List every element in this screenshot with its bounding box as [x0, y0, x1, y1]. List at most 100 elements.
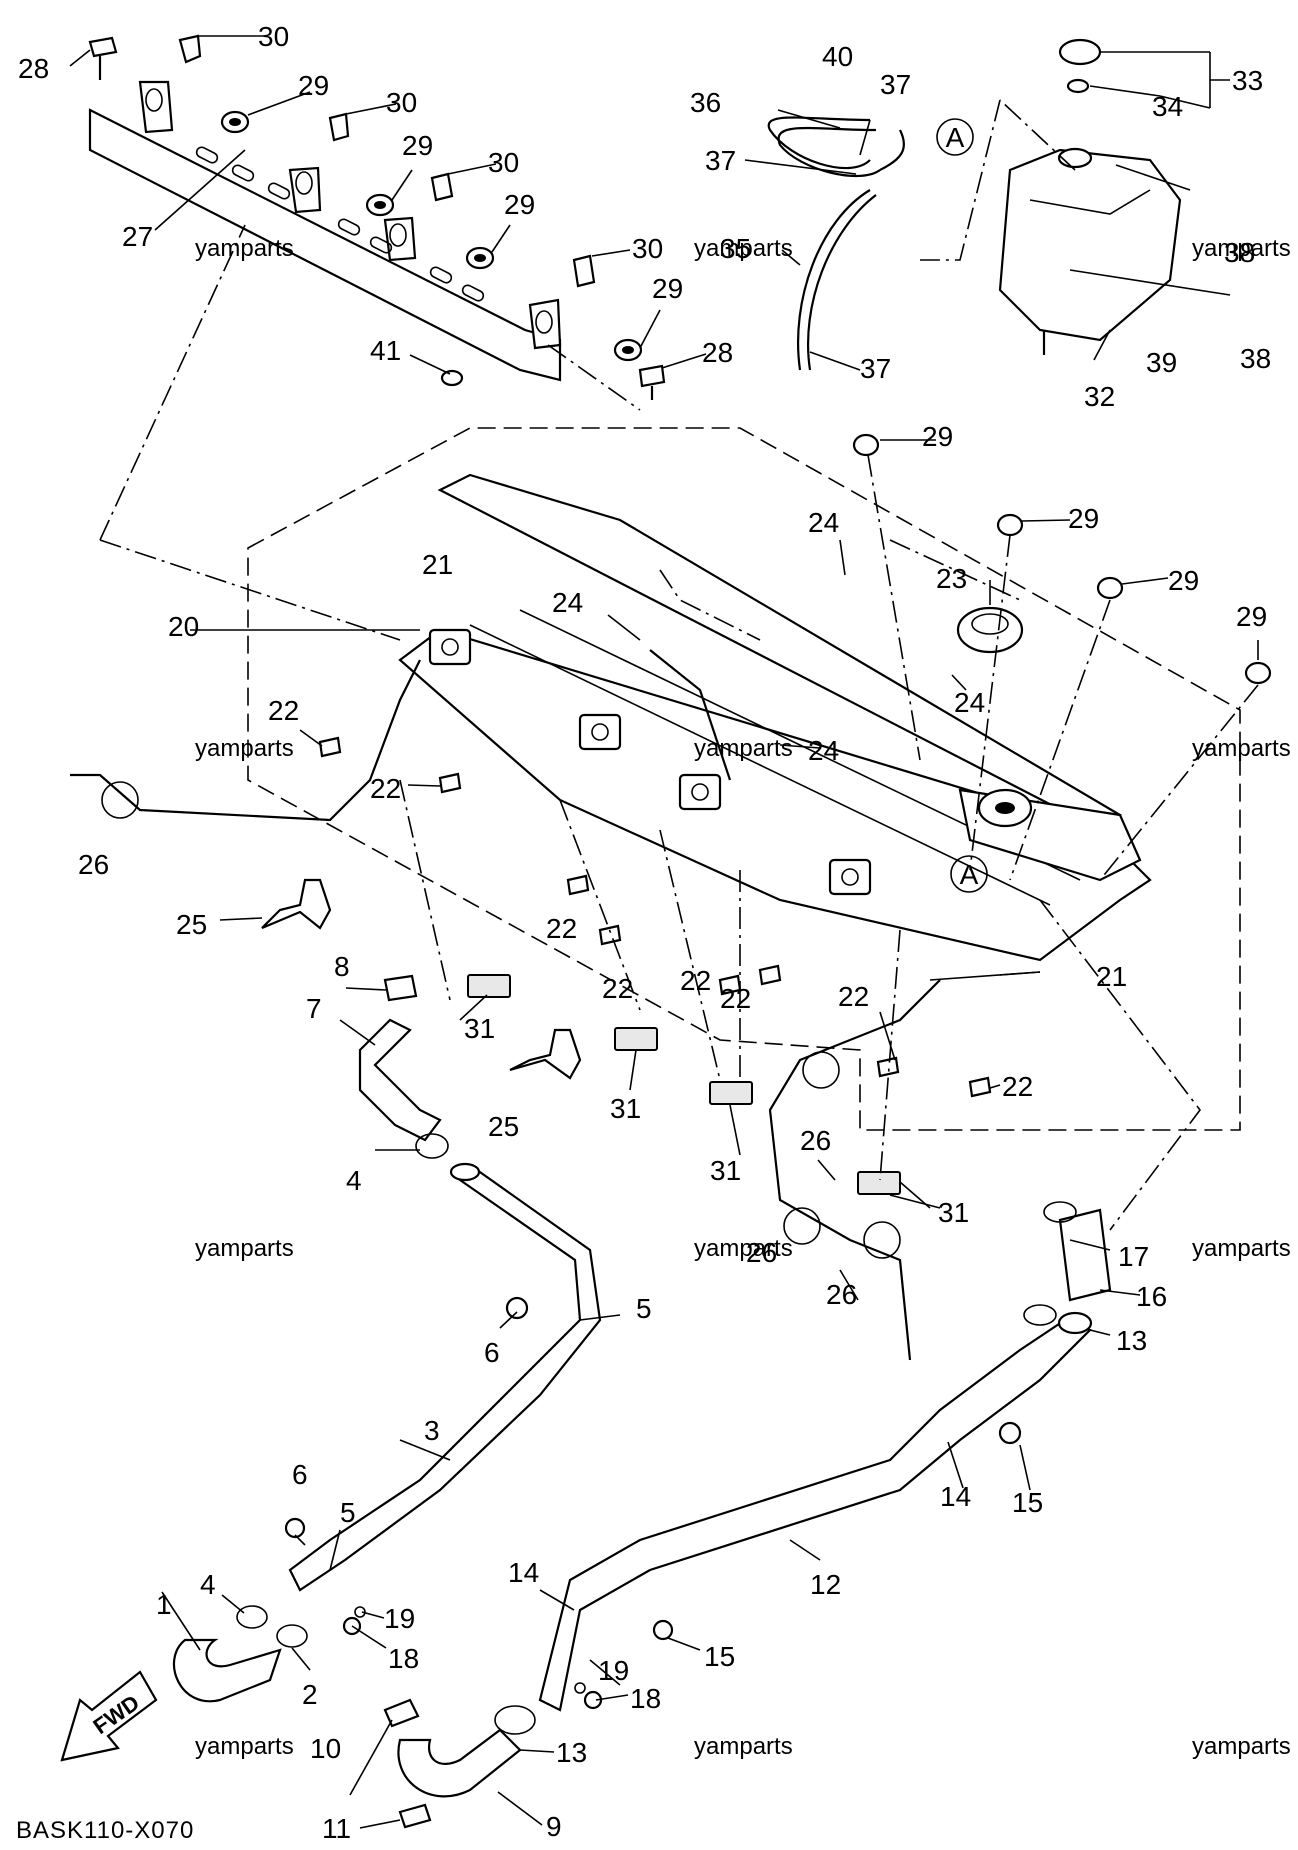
grommet-group [220, 110, 1272, 685]
watermark: yamparts [1192, 1733, 1291, 1760]
callout-40: 40 [822, 41, 853, 72]
callout-37: 37 [860, 353, 891, 384]
callout-4: 4 [346, 1165, 362, 1196]
callout-17: 17 [1118, 1241, 1149, 1272]
bolt-group [88, 36, 666, 400]
assembly-boundary [247, 427, 1241, 1131]
callout-26: 26 [746, 1237, 777, 1268]
watermark: yamparts [195, 735, 294, 762]
callout-15: 15 [1012, 1487, 1043, 1518]
fwd-arrow: FWD [60, 1670, 158, 1762]
callout-38: 38 [1224, 237, 1255, 268]
callout-25: 25 [176, 909, 207, 940]
radiator-bolt-group [318, 736, 992, 1098]
callout-21: 21 [1096, 961, 1127, 992]
callout-14: 14 [940, 1481, 971, 1512]
callout-29: 29 [298, 70, 329, 101]
watermark: yamparts [694, 1235, 793, 1262]
callout-4: 4 [200, 1569, 216, 1600]
watermark: yamparts [1192, 1235, 1291, 1262]
callout-1: 1 [156, 1589, 172, 1620]
callout-29: 29 [504, 189, 535, 220]
callout-31: 31 [610, 1093, 641, 1124]
callout-5: 5 [636, 1293, 652, 1324]
callout-labels: 28 30 29 30 29 30 29 30 29 28 41 27 40 3… [18, 21, 1271, 1844]
callout-3: 3 [424, 1415, 440, 1446]
callout-33: 33 [1232, 65, 1263, 96]
radiator-cap [956, 606, 1024, 654]
callout-6: 6 [484, 1337, 500, 1368]
ref-marker-label: A [946, 122, 965, 153]
callout-7: 7 [306, 993, 322, 1024]
callout-19: 19 [384, 1603, 415, 1634]
lower-pipe [538, 1311, 1093, 1712]
callout-38: 38 [1240, 343, 1271, 374]
callout-24: 24 [808, 735, 839, 766]
callout-31: 31 [710, 1155, 741, 1186]
callout-26: 26 [800, 1125, 831, 1156]
callout-18: 18 [630, 1683, 661, 1714]
callout-25: 25 [488, 1111, 519, 1142]
callout-36: 36 [690, 87, 721, 118]
ref-marker-middle: A [950, 855, 988, 893]
watermark: yamparts [694, 735, 793, 762]
upper-pipe [288, 1162, 602, 1592]
watermark: yamparts [195, 1733, 294, 1760]
pipe-holder-group [261, 878, 582, 1080]
callout-22: 22 [838, 981, 869, 1012]
watermark: yamparts [1192, 235, 1291, 262]
callout-19: 19 [598, 1655, 629, 1686]
callout-28: 28 [18, 53, 49, 84]
callout-32: 32 [1084, 381, 1115, 412]
callout-29: 29 [402, 130, 433, 161]
callout-23: 23 [936, 563, 967, 594]
callout-30: 30 [488, 147, 519, 178]
callout-24: 24 [954, 687, 985, 718]
ref-marker-top: A [936, 118, 974, 156]
reservoir-hoses [767, 116, 906, 371]
callout-22: 22 [370, 773, 401, 804]
callout-26: 26 [78, 849, 109, 880]
callout-22: 22 [1002, 1071, 1033, 1102]
callout-11: 11 [322, 1813, 351, 1844]
callout-15: 15 [704, 1641, 735, 1672]
callout-5: 5 [340, 1497, 356, 1528]
callout-22: 22 [720, 983, 751, 1014]
callout-39: 39 [1146, 347, 1177, 378]
callout-24: 24 [552, 587, 583, 618]
callout-16: 16 [1136, 1281, 1167, 1312]
callout-29: 29 [1236, 601, 1267, 632]
callout-22: 22 [602, 973, 633, 1004]
callout-29: 29 [652, 273, 683, 304]
callout-10: 10 [310, 1733, 341, 1764]
collar-group [178, 34, 596, 288]
callout-18: 18 [388, 1643, 419, 1674]
callout-37: 37 [880, 69, 911, 100]
callout-37: 37 [705, 145, 736, 176]
callout-22: 22 [546, 913, 577, 944]
watermark: yamparts [1192, 735, 1291, 762]
reservoir-tank [998, 38, 1182, 355]
callout-13: 13 [1116, 1325, 1147, 1356]
callout-28: 28 [702, 337, 733, 368]
damper-group [467, 974, 901, 1195]
callout-26: 26 [826, 1279, 857, 1310]
watermark: yamparts [195, 1235, 294, 1262]
callout-41: 41 [370, 335, 401, 366]
radiator-stay [88, 80, 562, 382]
callout-35: 35 [720, 233, 751, 264]
diagram-code: BASK110-X070 [16, 1817, 194, 1844]
callout-21: 21 [422, 549, 453, 580]
ref-marker-label: A [960, 859, 979, 890]
radiator [398, 473, 1152, 962]
callout-13: 13 [556, 1737, 587, 1768]
callout-22: 22 [268, 695, 299, 726]
hose-group [172, 1018, 1112, 1798]
leader-lines [69, 35, 1259, 1829]
callout-31: 31 [938, 1197, 969, 1228]
callout-34: 34 [1152, 91, 1183, 122]
callout-8: 8 [334, 951, 350, 982]
callout-27: 27 [122, 221, 153, 252]
callout-14: 14 [508, 1557, 539, 1588]
